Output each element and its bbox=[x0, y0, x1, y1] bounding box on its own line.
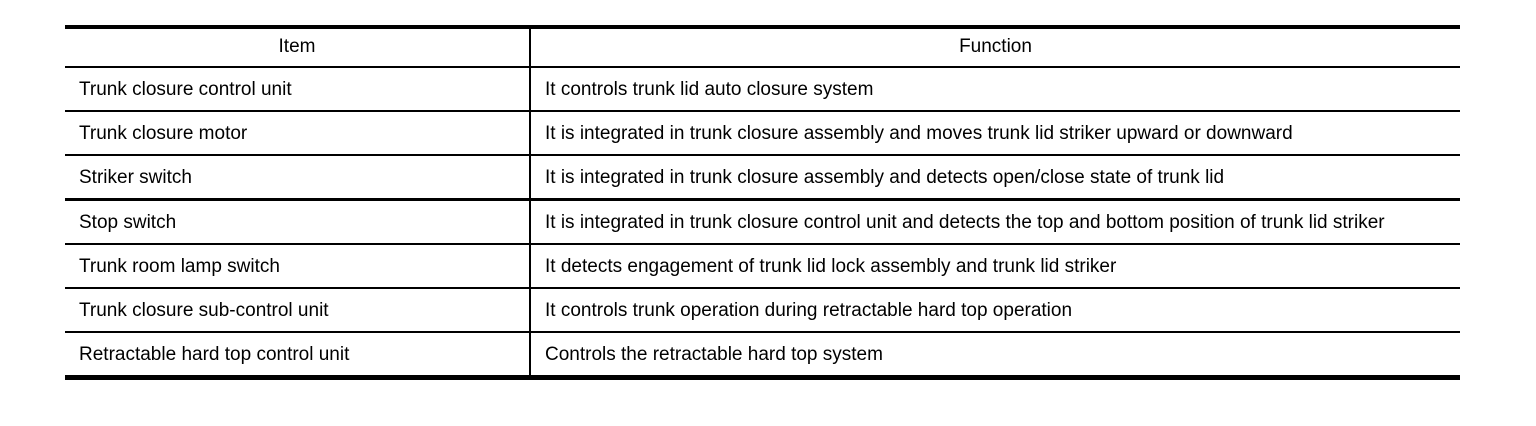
function-cell: It is integrated in trunk closure contro… bbox=[530, 198, 1460, 244]
function-cell: It controls trunk operation during retra… bbox=[530, 287, 1460, 332]
function-cell: It is integrated in trunk closure assemb… bbox=[530, 110, 1460, 155]
table-row: Trunk closure control unit It controls t… bbox=[65, 66, 1460, 111]
function-column-header: Function bbox=[530, 27, 1460, 68]
item-cell: Stop switch bbox=[65, 198, 531, 244]
item-cell: Striker switch bbox=[65, 154, 531, 200]
table-row: Trunk closure sub-control unit It contro… bbox=[65, 287, 1460, 332]
function-cell: It controls trunk lid auto closure syste… bbox=[530, 66, 1460, 111]
function-cell: It is integrated in trunk closure assemb… bbox=[530, 154, 1460, 200]
table-row: Trunk room lamp switch It detects engage… bbox=[65, 243, 1460, 288]
item-cell: Trunk closure motor bbox=[65, 110, 531, 155]
item-cell: Trunk closure sub-control unit bbox=[65, 287, 531, 332]
item-column-header: Item bbox=[65, 27, 531, 68]
item-cell: Retractable hard top control unit bbox=[65, 331, 531, 378]
function-cell: Controls the retractable hard top system bbox=[530, 331, 1460, 378]
function-cell: It detects engagement of trunk lid lock … bbox=[530, 243, 1460, 288]
table-row: Retractable hard top control unit Contro… bbox=[65, 331, 1460, 378]
item-function-table: Item Function Trunk closure control unit… bbox=[65, 25, 1460, 380]
item-cell: Trunk room lamp switch bbox=[65, 243, 531, 288]
table-row: Striker switch It is integrated in trunk… bbox=[65, 154, 1460, 200]
table-body: Trunk closure control unit It controls t… bbox=[65, 66, 1460, 378]
item-cell: Trunk closure control unit bbox=[65, 66, 531, 111]
header-row: Item Function bbox=[65, 27, 1460, 68]
table-row: Stop switch It is integrated in trunk cl… bbox=[65, 198, 1460, 244]
table-row: Trunk closure motor It is integrated in … bbox=[65, 110, 1460, 155]
